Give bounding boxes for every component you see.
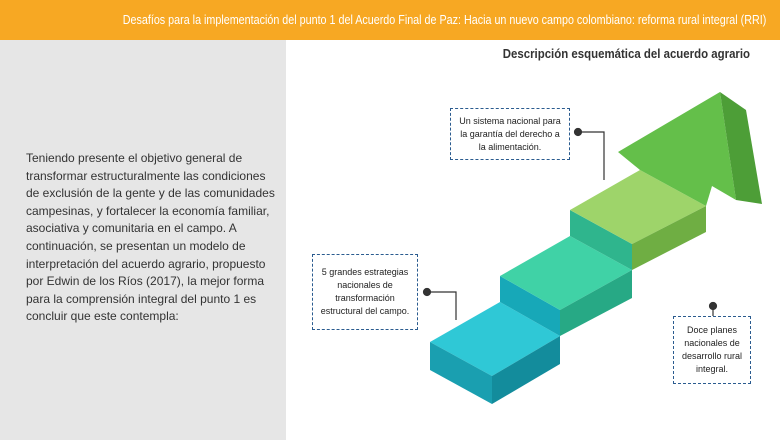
step-02-label-box: Doce planes nacionales de desarrollo rur… xyxy=(673,316,751,384)
diagram-subtitle: Descripción esquemática del acuerdo agra… xyxy=(502,46,750,61)
step-01-label: 5 grandes estrategias nacionales de tran… xyxy=(320,267,410,316)
left-panel xyxy=(0,40,286,440)
header-title: Desafíos para la implementación del punt… xyxy=(122,13,766,27)
arrow-head xyxy=(618,92,762,206)
step-03-label: Un sistema nacional para la garantía del… xyxy=(459,115,561,152)
step-02-label: Doce planes nacionales de desarrollo rur… xyxy=(681,325,743,374)
header-bar: Desafíos para la implementación del punt… xyxy=(0,0,780,40)
step-03-label-box: Un sistema nacional para la garantía del… xyxy=(450,108,570,160)
connector-lines xyxy=(422,127,718,320)
step-01-label-box: 5 grandes estrategias nacionales de tran… xyxy=(312,254,418,330)
step-01: 01 xyxy=(430,245,637,404)
staircase-diagram: 01 02 03 xyxy=(422,92,762,404)
intro-paragraph: Teniendo presente el objetivo general de… xyxy=(26,151,275,324)
